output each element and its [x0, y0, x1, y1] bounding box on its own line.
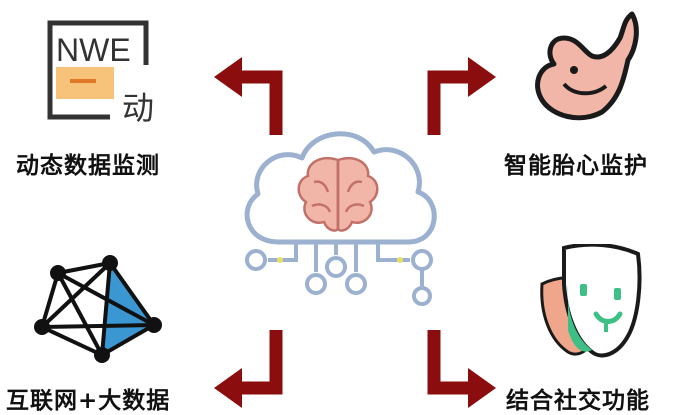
network-bigdata-icon	[30, 243, 170, 368]
fetus-heart-monitor-icon	[524, 8, 654, 126]
label-dynamic-data-monitoring: 动态数据监测	[16, 153, 160, 179]
dynamic-data-monitor-icon: NWE 动	[42, 15, 172, 130]
label-social-features: 结合社交功能	[506, 388, 650, 414]
arrow-top-left-icon	[210, 55, 286, 135]
arrow-top-right-icon	[424, 55, 500, 135]
cloud-brain-icon	[228, 110, 450, 335]
label-smart-fetal-heart-monitoring: 智能胎心监护	[504, 153, 648, 179]
arrow-bottom-right-icon	[424, 330, 500, 410]
arrow-bottom-left-icon	[210, 330, 286, 410]
social-masks-icon	[532, 244, 657, 369]
label-internet-plus-big-data: 互联网+大数据	[6, 388, 171, 414]
monitor-icon-char: 动	[122, 89, 154, 127]
monitor-icon-text: NWE	[56, 32, 131, 68]
